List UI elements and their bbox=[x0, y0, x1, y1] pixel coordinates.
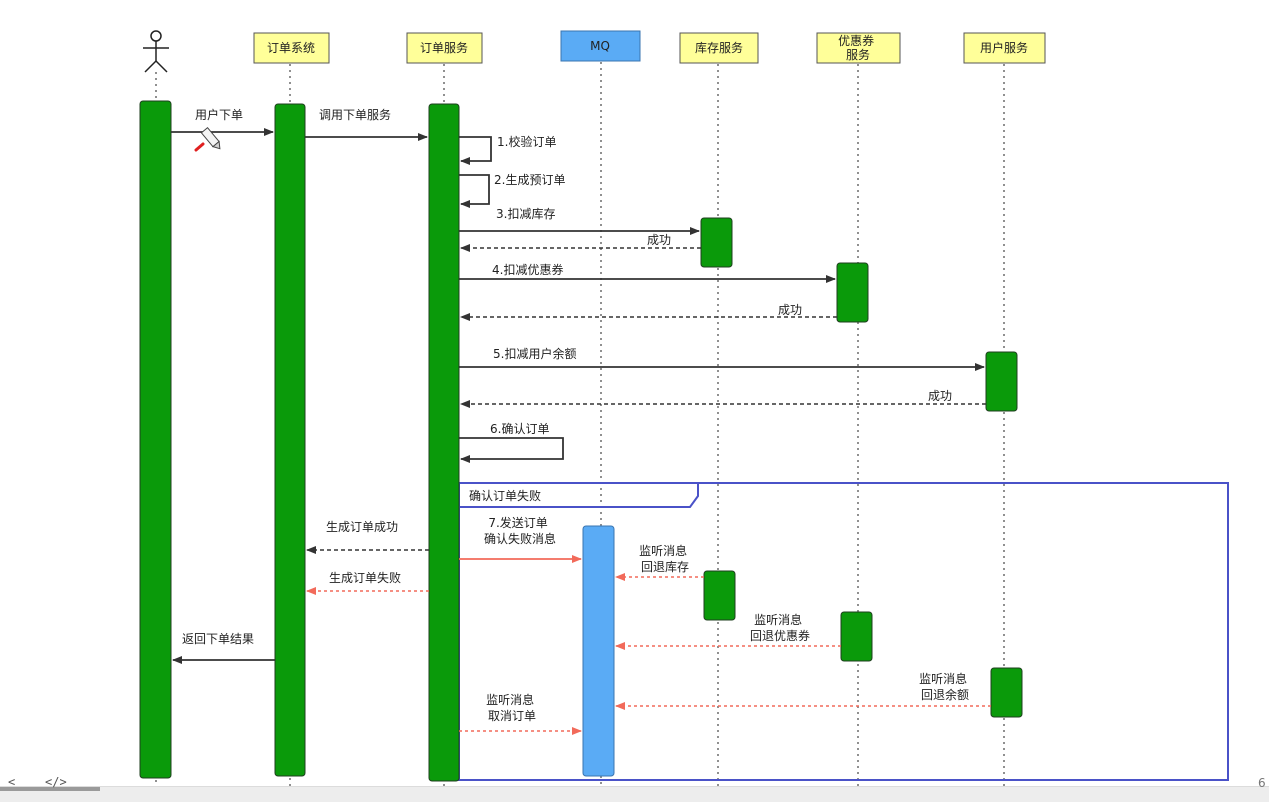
participant-label-order-service: 订单服务 bbox=[420, 40, 468, 55]
label-listen-rollback-balance: 监听消息 回退余额 bbox=[919, 671, 971, 702]
label-deduct-stock: 3.扣减库存 bbox=[496, 206, 555, 221]
label-call-order-service: 调用下单服务 bbox=[319, 107, 391, 122]
msg-self-pre-order bbox=[459, 174, 490, 208]
label-order-created: 生成订单成功 bbox=[326, 520, 398, 534]
label-order-failed: 生成订单失败 bbox=[329, 570, 401, 585]
nav-prev-icon[interactable]: < bbox=[8, 775, 16, 789]
label-return-result: 返回下单结果 bbox=[182, 632, 254, 646]
code-view-icon[interactable]: </> bbox=[45, 775, 67, 789]
msg-self-confirm bbox=[459, 437, 564, 463]
page-number: 6 bbox=[1258, 776, 1266, 790]
participant-box-user-service bbox=[963, 32, 1046, 64]
activation-coupon-1 bbox=[836, 262, 869, 323]
participant-label-order-system: 订单系统 bbox=[267, 41, 315, 55]
activation-order-service bbox=[428, 103, 460, 782]
label-user-place-order: 用户下单 bbox=[195, 107, 243, 122]
participant-box-order-service bbox=[406, 32, 483, 64]
activation-order-system bbox=[274, 103, 306, 777]
participant-box-stock-service bbox=[679, 32, 759, 64]
activation-stock-1 bbox=[700, 217, 733, 268]
label-create-pre-order: 2.生成预订单 bbox=[494, 173, 565, 187]
pencil-mark bbox=[194, 142, 205, 152]
msg-self-validate bbox=[459, 136, 492, 165]
participant-box-coupon-service bbox=[816, 32, 901, 64]
label-coupon-success: 成功 bbox=[778, 303, 802, 317]
scrollbar-thumb[interactable] bbox=[0, 787, 100, 791]
pencil-cursor-icon bbox=[200, 127, 221, 150]
label-deduct-balance: 5.扣减用户余额 bbox=[493, 346, 576, 361]
activation-user bbox=[139, 100, 172, 779]
label-listen-rollback-stock: 监听消息 回退库存 bbox=[639, 543, 691, 574]
participant-label-stock-service: 库存服务 bbox=[695, 40, 743, 55]
activation-mq bbox=[582, 525, 615, 777]
label-deduct-coupon: 4.扣减优惠券 bbox=[492, 262, 563, 277]
activation-coupon-2 bbox=[840, 611, 873, 662]
participant-box-mq bbox=[560, 30, 641, 62]
label-confirm-order: 6.确认订单 bbox=[490, 422, 549, 436]
activation-user-service-2 bbox=[990, 667, 1023, 718]
activation-user-service-1 bbox=[985, 351, 1018, 412]
stick-figure-icon bbox=[143, 30, 169, 73]
participant-label-coupon-service: 优惠券 服务 bbox=[838, 33, 878, 62]
label-listen-rollback-coupon: 监听消息 回退优惠券 bbox=[750, 612, 810, 643]
label-stock-success: 成功 bbox=[647, 233, 671, 247]
participant-box-order-system bbox=[253, 32, 330, 64]
fragment-confirm-failed: 确认订单失败 bbox=[458, 482, 1229, 781]
fragment-label: 确认订单失败 bbox=[469, 488, 541, 503]
activation-stock-2 bbox=[703, 570, 736, 621]
label-validate-order: 1.校验订单 bbox=[497, 134, 556, 149]
label-listen-cancel-order: 监听消息 取消订单 bbox=[486, 692, 538, 723]
label-balance-success: 成功 bbox=[928, 389, 952, 403]
participant-label-user-service: 用户服务 bbox=[980, 40, 1028, 55]
participant-label-mq: MQ bbox=[590, 39, 610, 53]
label-send-confirm-fail: 7.发送订单 确认失败消息 bbox=[484, 515, 556, 546]
bottom-scrollbar[interactable]: < </> bbox=[0, 775, 1269, 802]
